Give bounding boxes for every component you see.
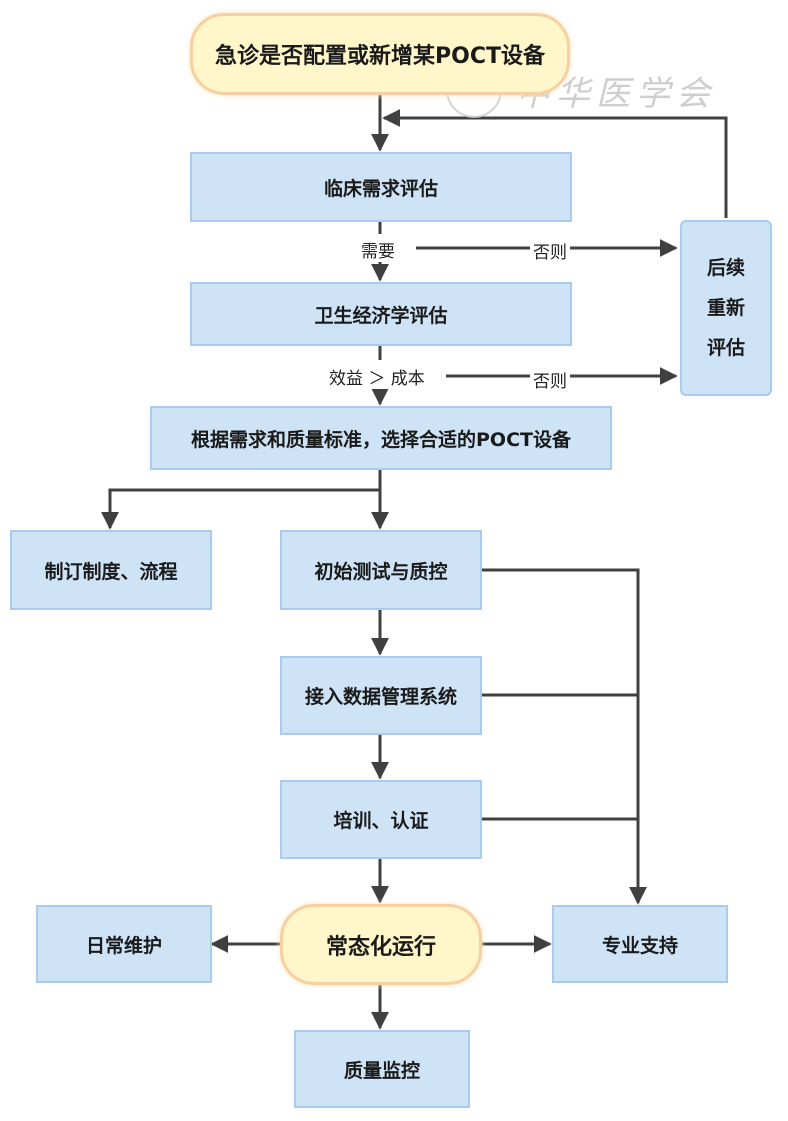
- normal-operation-node: 常态化运行: [280, 904, 482, 985]
- reevaluation-box: 后续重新评估: [680, 220, 772, 396]
- daily-maintenance-box: 日常维护: [36, 905, 212, 983]
- device-selection-box: 根据需求和质量标准，选择合适的POCT设备: [150, 406, 612, 470]
- otherwise-label-2: 否则: [530, 367, 570, 392]
- need-label: 需要: [358, 237, 398, 262]
- rules-process-box: 制订制度、流程: [10, 530, 212, 610]
- otherwise-label-1: 否则: [530, 238, 570, 263]
- start-node: 急诊是否配置或新增某POCT设备: [190, 13, 570, 95]
- data-system-box: 接入数据管理系统: [280, 656, 482, 735]
- arrow-reeval-feedback: [382, 109, 728, 218]
- quality-monitoring-box: 质量监控: [294, 1030, 470, 1108]
- health-economics-box: 卫生经济学评估: [190, 282, 572, 346]
- professional-support-box: 专业支持: [552, 905, 728, 983]
- clinical-needs-box: 临床需求评估: [190, 152, 572, 222]
- initial-test-box: 初始测试与质控: [280, 530, 482, 610]
- training-box: 培训、认证: [280, 780, 482, 859]
- reevaluation-label: 后续重新评估: [706, 257, 745, 359]
- arrow-select-to-rules: [101, 488, 380, 530]
- benefit-label: 效益 ＞ 成本: [326, 364, 428, 389]
- arrow-bus-to-support: [482, 568, 647, 905]
